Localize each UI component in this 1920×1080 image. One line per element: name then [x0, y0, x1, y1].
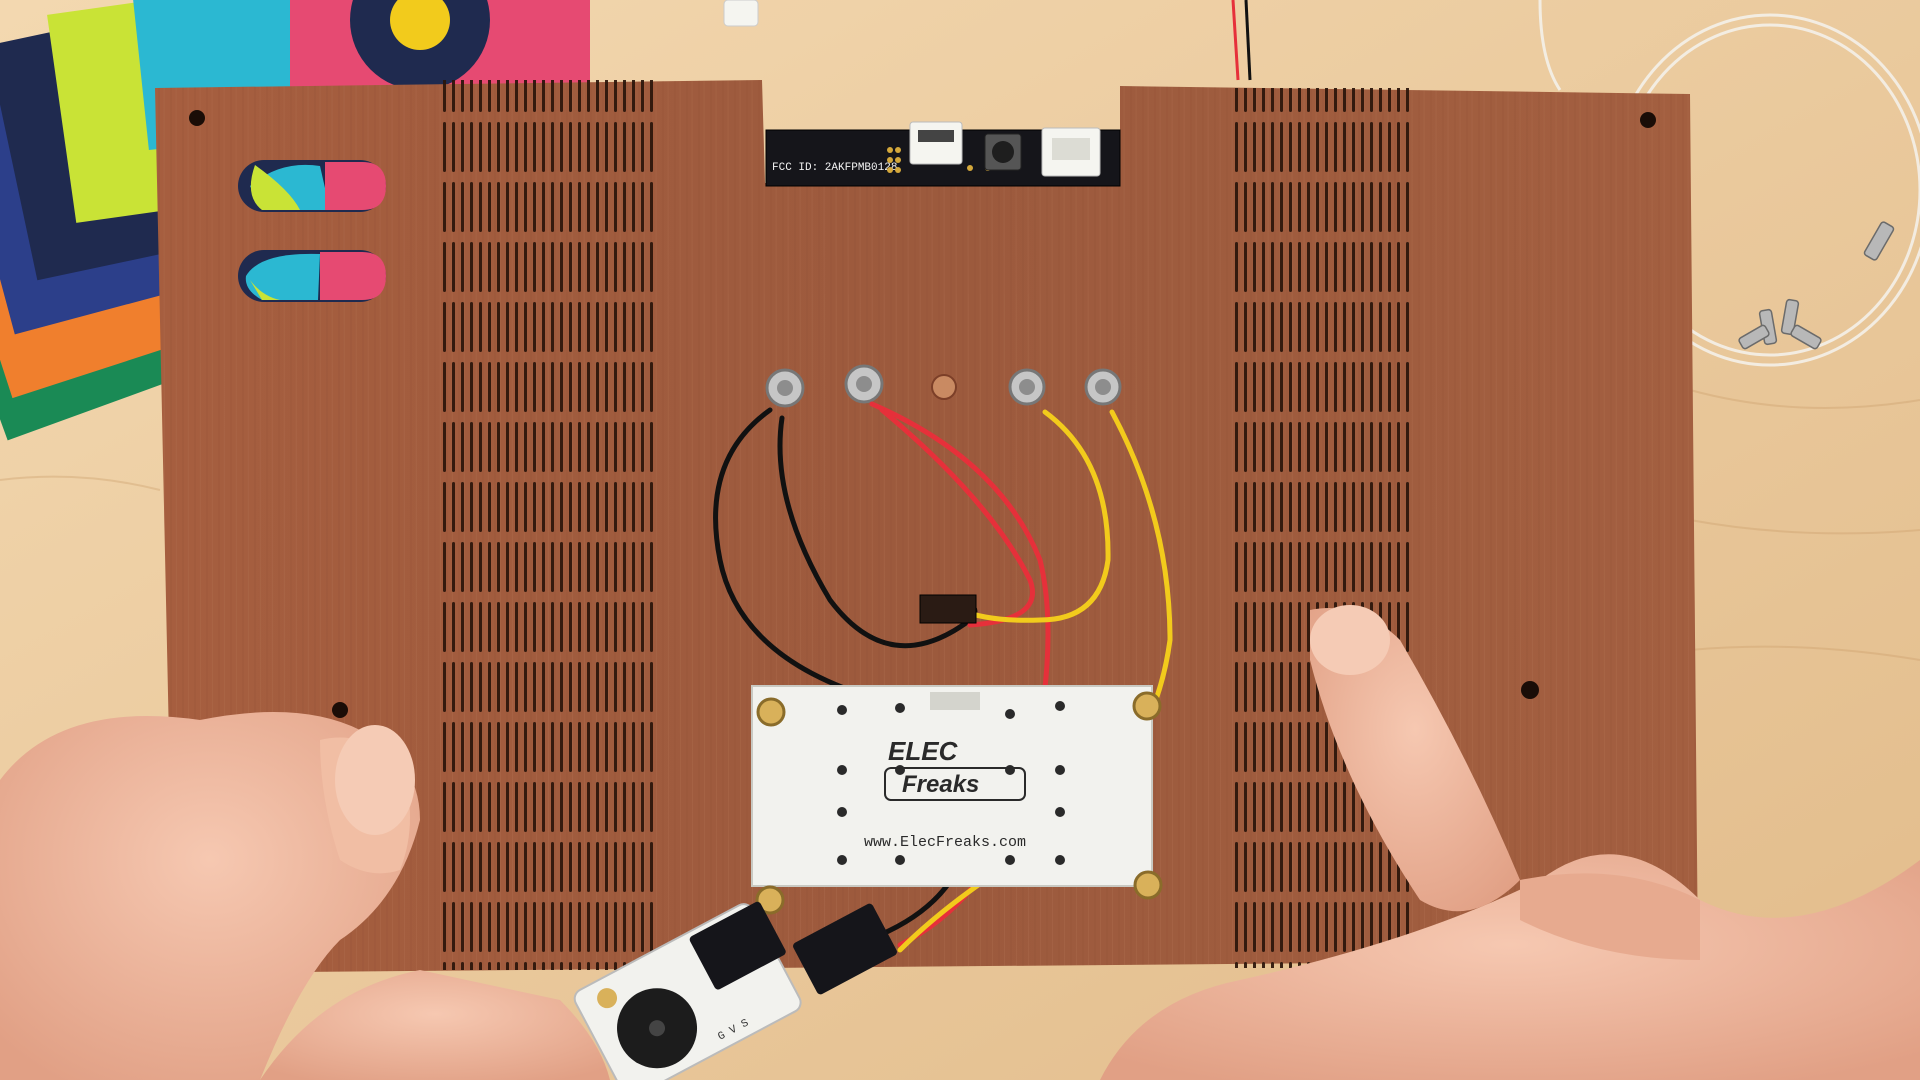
website-text: www.ElecFreaks.com [864, 834, 1026, 851]
terminal-4 [1084, 368, 1122, 406]
board-pin-holes [837, 701, 1065, 865]
sensor-connector [689, 901, 786, 990]
screws [1738, 221, 1895, 350]
wire-tie [919, 594, 977, 624]
board-cutout-bottom [238, 250, 386, 302]
brand-logo-frame [884, 767, 1026, 801]
board-cutout-top [238, 160, 386, 212]
fcc-id-label: FCC ID: 2AKFPMB0128 [772, 162, 897, 174]
board-standoffs [755, 691, 1163, 915]
top-red-cable [1231, 0, 1240, 81]
gold-pads [887, 147, 991, 173]
top-pcb: FCC ID: 2AKFPMB0128 [765, 121, 1121, 187]
terminal-1 [765, 368, 805, 408]
usb-port [909, 121, 963, 165]
brand-bottom-text: Freaks [902, 771, 979, 798]
left-hand [0, 712, 610, 1080]
cable-plug [793, 903, 897, 995]
brand-top-text: ELEC [888, 736, 959, 766]
speaker-slots-left [440, 80, 655, 970]
terminal-3 [1008, 368, 1046, 406]
top-black-cable [1244, 0, 1252, 81]
red-wire-2 [879, 407, 1035, 628]
sensor-module: G V S [573, 901, 802, 1080]
right-hand [1100, 605, 1920, 1080]
elecfreaks-board: ELEC Freaks www.ElecFreaks.com [751, 685, 1163, 915]
board-chip [930, 692, 980, 710]
top-connector [723, 0, 759, 27]
yellow-wire-1 [957, 409, 1111, 623]
terminal-2 [844, 364, 884, 404]
screw-terminals [765, 364, 1122, 408]
